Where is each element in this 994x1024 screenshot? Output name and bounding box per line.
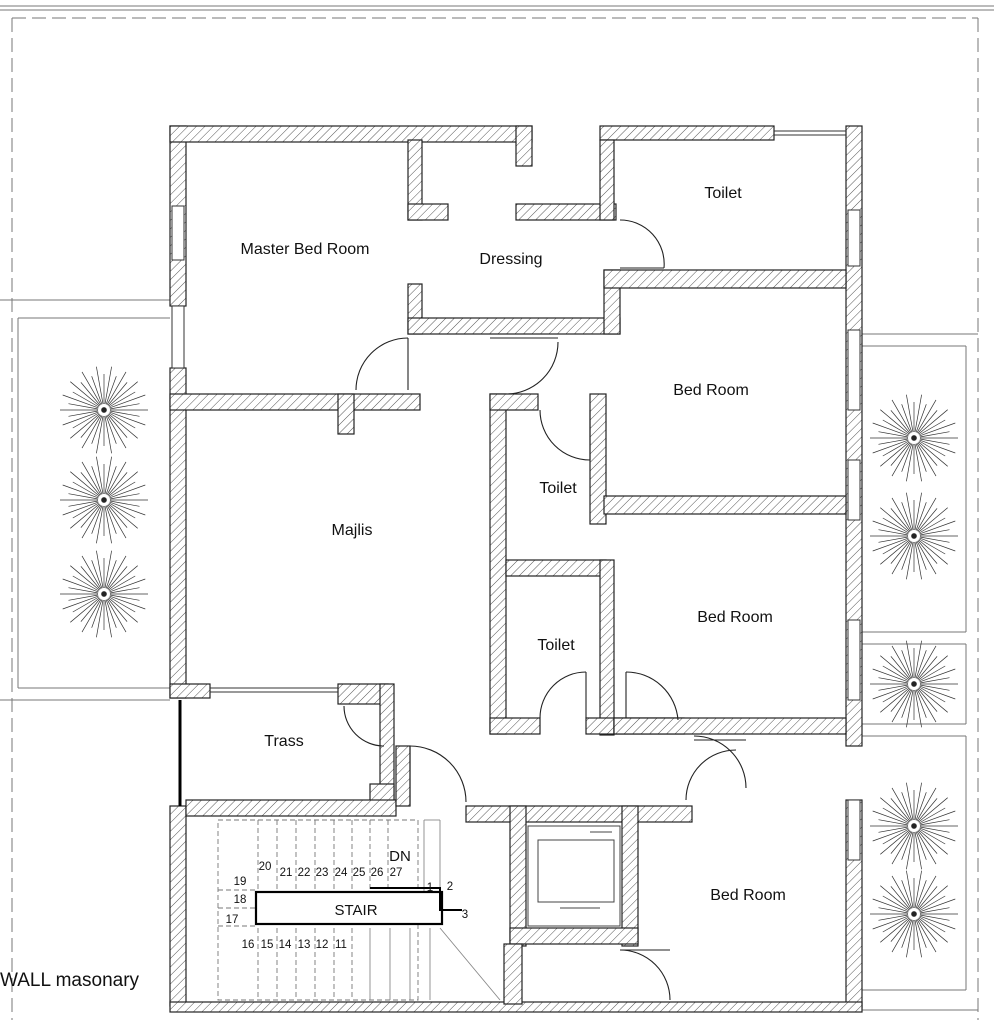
- walls: [169, 125, 863, 1013]
- step-number: 19: [234, 876, 247, 888]
- step-number: 21: [280, 867, 293, 879]
- tree-icon: [870, 782, 958, 870]
- step-number: 25: [353, 867, 366, 879]
- step-number: 18: [234, 894, 247, 906]
- stair-label: STAIR: [334, 902, 377, 919]
- room-bed-room-2: Bed Room: [697, 609, 773, 626]
- room-dressing: Dressing: [479, 251, 542, 268]
- step-number: 24: [335, 867, 348, 879]
- step-number: 13: [298, 939, 311, 951]
- step-number: 16: [242, 939, 255, 951]
- stair-lower-flight: [369, 819, 501, 1001]
- step-number: 22: [298, 867, 311, 879]
- room-master-bed-room: Master Bed Room: [241, 241, 370, 258]
- room-toilet-master: Toilet: [704, 185, 742, 202]
- lift: [527, 825, 621, 927]
- landscape-trees: [60, 366, 958, 958]
- step-number: 23: [316, 867, 329, 879]
- tree-icon: [870, 492, 958, 580]
- doors: [343, 219, 747, 1001]
- stair-direction-arrow: [370, 887, 462, 911]
- step-number: 20: [259, 861, 272, 873]
- step-number: 17: [226, 914, 239, 926]
- stair-direction-label: DN: [389, 848, 411, 865]
- tree-icon: [870, 394, 958, 482]
- room-majlis: Majlis: [332, 522, 373, 539]
- room-bed-room-1: Bed Room: [673, 382, 749, 399]
- windows: [171, 130, 861, 861]
- step-number: 3: [462, 909, 468, 921]
- room-toilet-middle: Toilet: [539, 480, 577, 497]
- tree-icon: [60, 456, 148, 544]
- wall-masonry-note: WALL masonary: [0, 970, 140, 991]
- step-number: 27: [390, 867, 403, 879]
- tree-icon: [60, 366, 148, 454]
- step-number: 2: [447, 881, 453, 893]
- step-number: 15: [261, 939, 274, 951]
- step-number: 14: [279, 939, 292, 951]
- tree-icon: [60, 550, 148, 638]
- step-number: 12: [316, 939, 329, 951]
- tree-icon: [870, 870, 958, 958]
- room-trass: Trass: [264, 733, 303, 750]
- tree-icon: [870, 640, 958, 728]
- step-number: 11: [335, 939, 347, 951]
- room-bed-room-3: Bed Room: [710, 887, 786, 904]
- room-toilet-lower: Toilet: [537, 637, 575, 654]
- step-number: 26: [371, 867, 384, 879]
- stair-core: [254, 890, 444, 926]
- step-number: 1: [427, 882, 433, 894]
- stair-step-numbers: 1 2 3 11 12 13 14 15 16 17 18 19 20 21 2…: [226, 861, 469, 951]
